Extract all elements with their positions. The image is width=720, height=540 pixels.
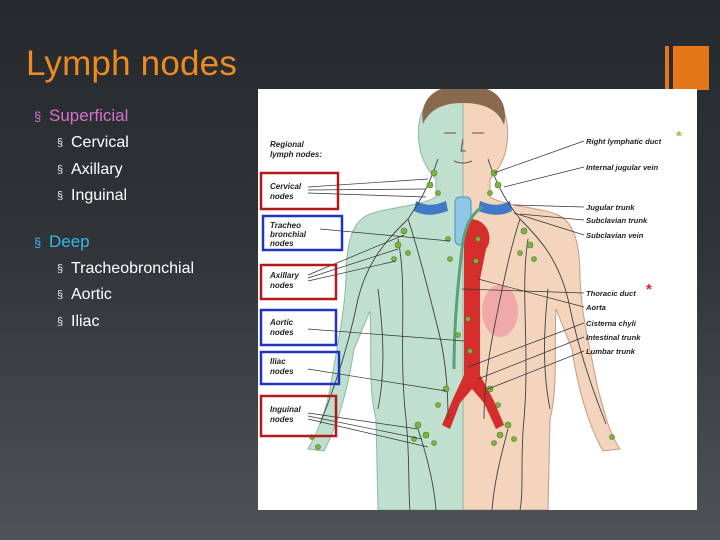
sub-bullet-iliac: § Iliac [34,309,194,336]
sub-bullet-label: Iliac [71,312,100,330]
label-right-lymphatic-duct: Right lymphatic duct [586,137,662,146]
anatomy-illustration: Regional lymph nodes: [259,89,682,510]
sub-bullet-tracheobronchial: § Tracheobronchial [34,256,194,283]
label-cervical-1: Cervical [270,182,302,191]
bullet-marker: § [34,234,42,250]
right-labels: Right lymphatic duct Internal jugular ve… [585,137,662,356]
hair [422,89,505,125]
label-thoracic-duct: Thoracic duct [586,289,636,298]
box-iliac [259,350,341,386]
label-boxes [259,171,344,438]
label-iliac-2: nodes [270,367,294,376]
sub-bullet-label: Axillary [71,160,123,178]
face [444,132,484,164]
thoracic-duct [452,205,483,370]
bullet-marker: § [57,289,64,301]
sub-bullet-label: Aortic [71,286,112,303]
body-skin [462,89,621,510]
label-axillary-2: nodes [270,281,294,290]
bullet-list: § Superficial § Cervical § Axillary § Ingui… [34,106,194,335]
bullet-marker: § [57,190,64,202]
sub-bullet-axillary: § Axillary [34,157,194,184]
figure-header-line-1: Regional [270,140,305,149]
label-jugular-trunk: Jugular trunk [586,203,635,212]
label-tracheo-2: bronchial [270,230,307,239]
label-subclavian-vein: Subclavian vein [586,231,644,240]
accent-bar-thin [665,46,669,90]
bullet-label: Superficial [49,106,129,125]
label-tracheo-1: Tracheo [270,221,301,230]
bullet-deep: § Deep [34,232,194,252]
label-inguinal-2: nodes [270,415,294,424]
stomach [482,285,518,337]
label-cervical-2: nodes [270,192,294,201]
box-tracheobronchial [261,214,344,252]
aorta [442,219,504,429]
asterisk-red: * [646,281,652,298]
bullet-superficial: § Superficial [34,106,194,126]
asterisk-green: * [676,128,682,145]
label-lumbar-trunk: Lumbar trunk [586,347,636,356]
label-inguinal-1: Inguinal [270,405,301,414]
label-intestinal-trunk: Intestinal trunk [586,333,641,342]
label-tracheo-3: nodes [270,239,294,248]
label-internal-jugular-vein: Internal jugular vein [586,163,659,172]
sub-bullet-aortic: § Aortic [34,282,194,309]
left-leader-lines [307,178,465,448]
right-leader-lines [461,140,585,390]
label-cisterna-chyli: Cisterna chyli [586,319,637,328]
sub-bullet-label: Tracheobronchial [71,259,195,277]
body-green-half [307,89,464,510]
sub-bullet-cervical: § Cervical [34,130,194,157]
slide-title: Lymph nodes [26,44,238,83]
figure-header-line-2: lymph nodes: [270,150,322,159]
bullet-label: Deep [49,231,90,251]
bullet-marker: § [57,137,64,149]
accent-bar-thick [673,46,709,90]
label-subclavian-trunk: Subclavian trunk [586,216,648,225]
box-cervical [259,171,340,211]
bullet-marker: § [57,262,64,275]
lymphatic-system-figure: Regional lymph nodes: [258,89,697,510]
sub-bullet-inguinal: § Inguinal [34,183,194,210]
label-aortic-2: nodes [270,328,294,337]
label-iliac-1: Iliac [270,357,286,366]
sub-bullet-label: Cervical [71,134,129,151]
bullet-marker: § [34,109,42,124]
label-aortic-1: Aortic [269,318,294,327]
sub-bullet-label: Inguinal [71,187,128,204]
box-aortic [259,308,338,347]
accent-bar [665,46,709,90]
box-axillary [259,263,338,301]
bullet-marker: § [57,163,64,176]
lymph-nodes [309,169,615,450]
left-labels: Cervical nodes Tracheo bronchial nodes A… [269,182,307,424]
label-axillary-1: Axillary [269,271,299,280]
bullet-marker: § [57,315,64,328]
box-inguinal [259,394,338,438]
label-aorta: Aorta [585,303,606,312]
